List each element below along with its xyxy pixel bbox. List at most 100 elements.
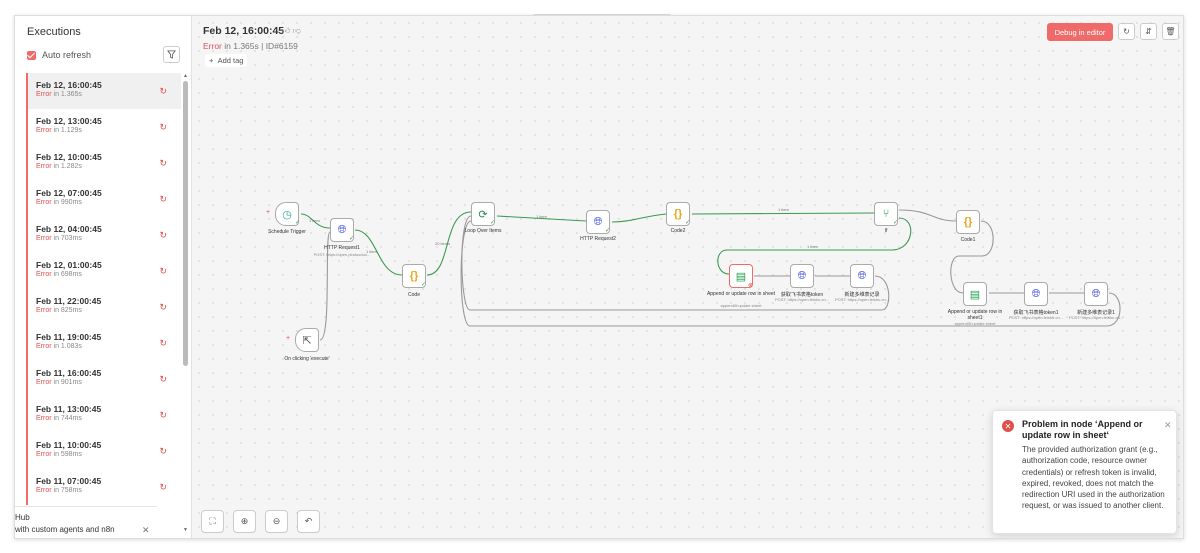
retry-icon[interactable]: ↻ [159,86,167,96]
execution-duration: in 1.365s [221,41,259,51]
status-error: Error [36,235,52,242]
close-icon[interactable]: ✕ [1164,420,1172,430]
node-schedule-trigger[interactable]: ◷ [275,202,299,226]
filter-button[interactable] [163,46,180,63]
sheets-icon: ▤ [735,270,747,283]
retry-icon[interactable]: ↻ [159,302,167,312]
execution-status: Error in 825ms [36,307,181,314]
zoom-in-button[interactable]: ⊕ [233,510,256,533]
node-label: 获取飞书表格token1 [1013,310,1059,316]
edge-label-4: 1 item [778,207,790,212]
scroll-down-icon[interactable]: ▼ [183,527,188,533]
edge-code1-sheet1 [950,220,994,294]
error-circle-icon: ✕ [1002,420,1014,432]
execution-time: Feb 11, 13:00:45 [36,404,102,414]
execution-status: Error in 1.282s [36,163,181,170]
status-error: Error [36,415,52,422]
trigger-plus-icon[interactable]: + [266,209,271,216]
node-sublabel: append0f:update sheet [954,321,996,326]
checkbox-checked-icon[interactable] [27,50,36,60]
success-check-icon: ✓ [605,228,611,234]
edge-http1-code [354,229,403,276]
retry-icon[interactable]: ↻ [159,446,167,456]
status-error: Error [36,487,52,494]
node-create-record1[interactable]: 🌐︎ [1084,282,1108,306]
success-check-icon: ✓ [295,220,301,226]
edge-code-loop [426,211,472,276]
node-label: 新建多维表记录 [844,292,880,298]
delete-button[interactable]: 🗑︎ [1162,23,1179,40]
node-http-request1[interactable]: 🌐︎ [330,218,354,242]
undo-icon: ↶ [304,516,313,526]
close-icon[interactable]: ✕ [142,525,150,535]
globe-icon: 🌐︎ [1031,287,1041,300]
reset-zoom-button[interactable]: ↶ [297,510,320,533]
retry-icon: ↻ [1123,27,1130,36]
success-check-icon: ✓ [421,282,427,288]
execution-status: Error in 698ms [36,271,181,278]
node-code1[interactable]: {} [956,210,980,234]
retry-icon[interactable]: ↻ [159,410,167,420]
node-append-update-sheet[interactable]: ▤ [729,264,753,288]
retry-button[interactable]: ↻ [1118,23,1135,40]
retry-icon[interactable]: ↻ [159,158,167,168]
node-loop-over-items[interactable]: ⟳ [471,202,495,226]
add-tag-button[interactable]: + Add tag [205,54,248,67]
node-create-record[interactable]: 🌐︎ [850,264,874,288]
retry-icon[interactable]: ↻ [159,266,167,276]
retry-icon[interactable]: ↻ [159,338,167,348]
trigger-plus-icon[interactable]: + [286,335,291,342]
hub-banner[interactable]: Hub with custom agents and n8n ✕ [15,506,157,538]
edge-schedule-http1 [300,213,331,229]
node-manual-trigger[interactable]: ⇱ [295,328,319,352]
annotation-icons: 👍︎ 👎︎ [282,26,301,36]
retry-icon[interactable]: ↻ [159,374,167,384]
globe-icon: 🌐︎ [857,269,867,282]
node-code[interactable]: {} [402,264,426,288]
edge-loop-http2 [496,215,587,222]
node-if[interactable]: ⑂ [874,202,898,226]
node-get-feishu-token[interactable]: 🌐︎ [790,264,814,288]
status-error: Error [36,199,52,206]
scroll-up-icon[interactable]: ▲ [183,73,188,79]
node-append-update-sheet1[interactable]: ▤ [963,282,987,306]
node-http-request2[interactable]: 🌐︎ [586,210,610,234]
split-icon: ⇵ [1145,27,1152,36]
node-label: 获取飞书表格token [780,292,824,298]
node-sublabel: POST: https://open.feishu.cn... [834,297,890,302]
scrollbar[interactable]: ▲ ▼ [183,73,189,533]
debug-in-editor-button[interactable]: Debug in editor [1047,23,1113,41]
retry-icon[interactable]: ↻ [159,122,167,132]
node-label: If [884,228,888,234]
hub-banner-text: with custom agents and n8n [15,525,115,534]
node-label: HTTP Request1 [324,245,360,251]
node-get-feishu-token1[interactable]: 🌐︎ [1024,282,1048,306]
retry-icon[interactable]: ↻ [159,194,167,204]
edge-label-2: 20 items [435,241,450,246]
node-code2[interactable]: {} [666,202,690,226]
execution-duration: in 1.365s [51,91,82,98]
scrollbar-thumb[interactable] [183,81,188,366]
zoom-out-button[interactable]: ⊖ [265,510,288,533]
retry-icon[interactable]: ↻ [159,482,167,492]
auto-refresh-toggle[interactable]: Auto refresh [27,50,91,60]
retry-icon[interactable]: ↻ [159,230,167,240]
status-error: Error [36,307,52,314]
fit-view-button[interactable]: ⛶ [201,510,224,533]
thumbs-down-icon[interactable]: 👎︎ [292,26,301,35]
thumbs-up-icon[interactable]: 👍︎ [282,26,291,35]
stop-button[interactable]: ⇵ [1140,23,1157,40]
